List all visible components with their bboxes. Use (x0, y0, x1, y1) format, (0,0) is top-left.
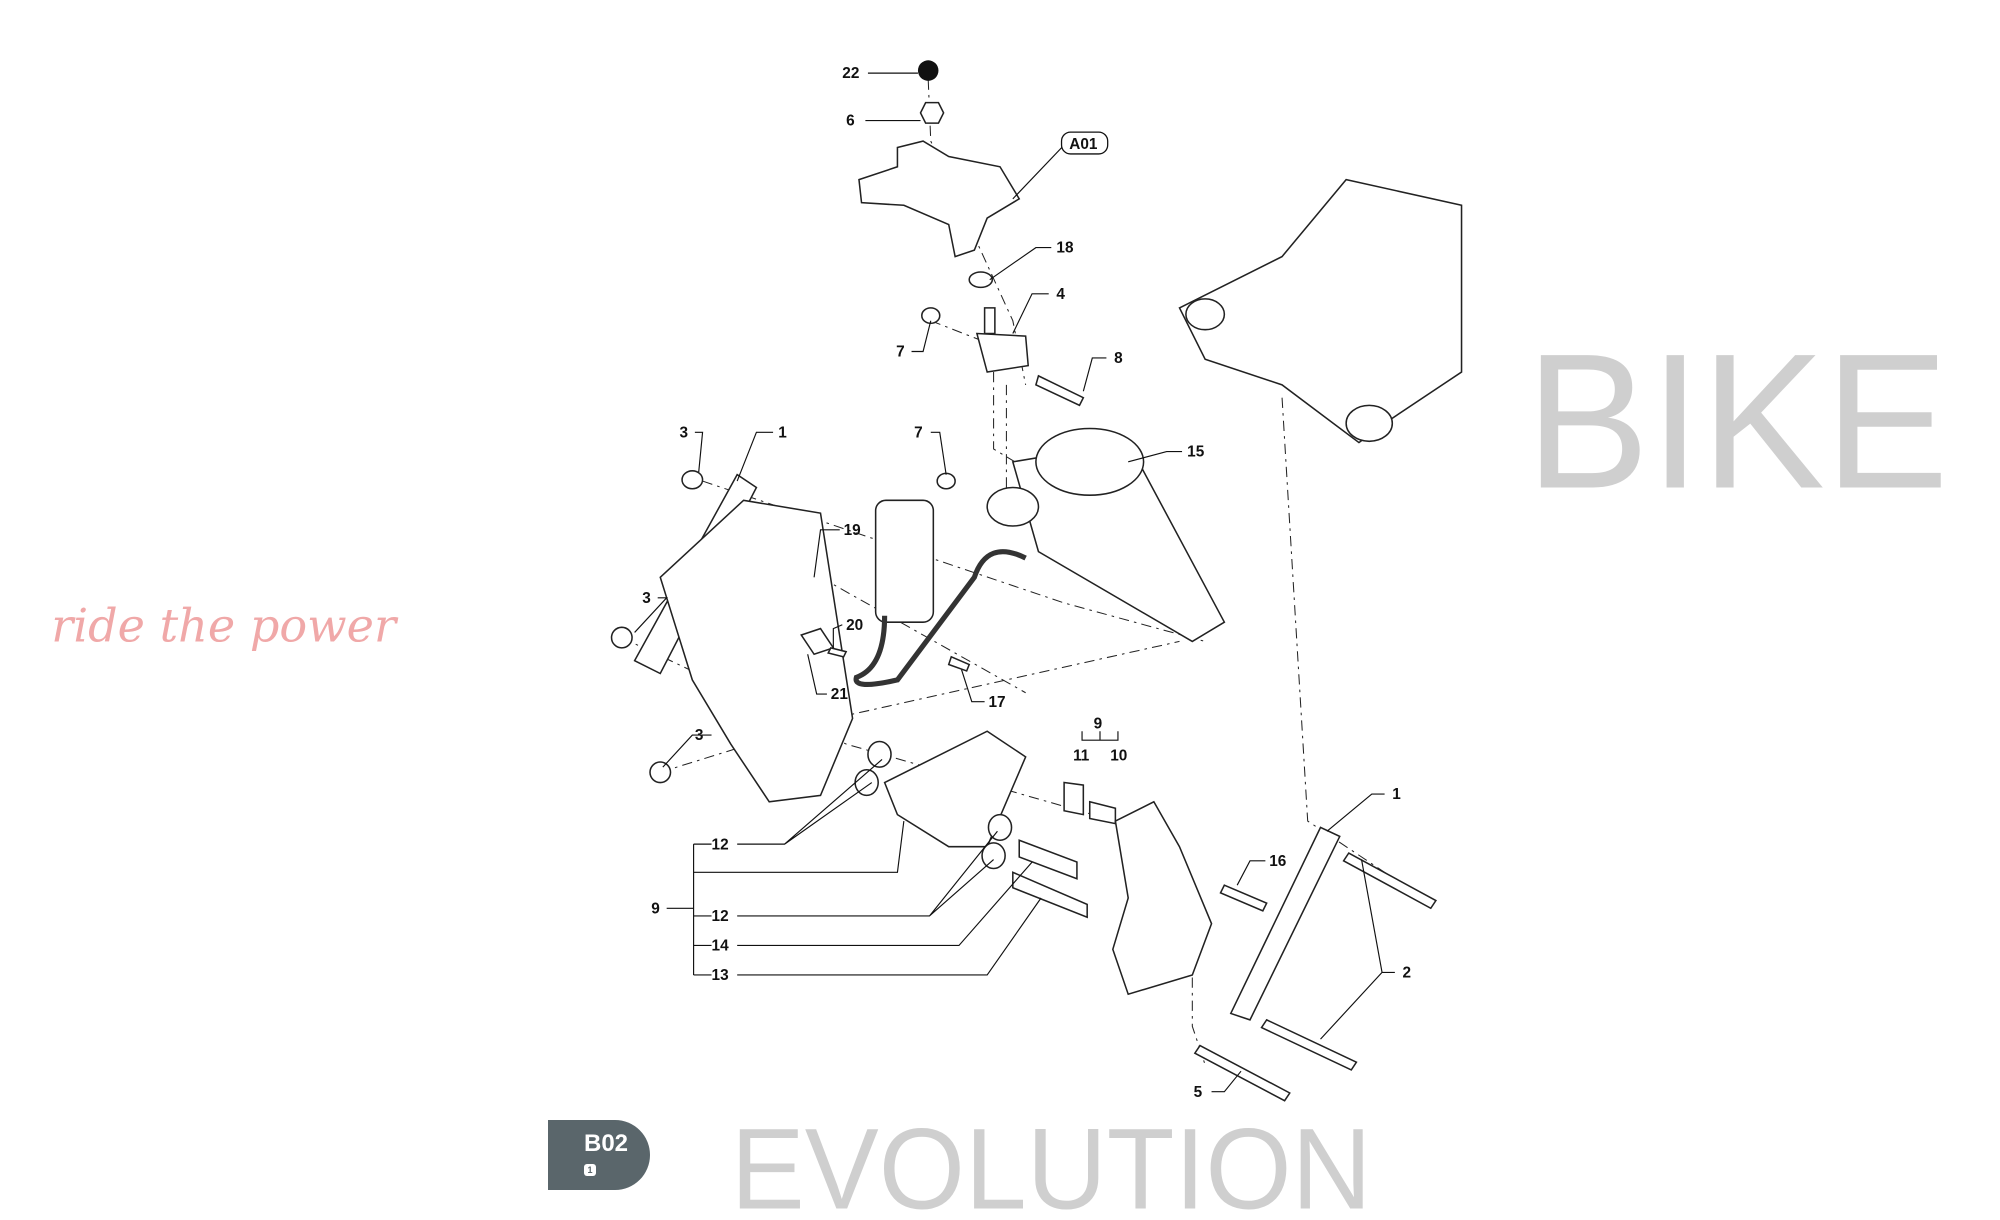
callout-19: 19 (844, 522, 861, 539)
linkages (610, 473, 1438, 1102)
callout-15: 15 (1187, 444, 1205, 461)
callout-9: 9 (1094, 716, 1103, 733)
callout-2: 2 (1403, 965, 1412, 982)
callout-11: 11 (1073, 748, 1090, 765)
callout-1: 1 (778, 424, 787, 441)
callout-12: 12 (712, 836, 729, 853)
watermark-line2: BIKE (1526, 313, 1949, 528)
callout-14: 14 (712, 938, 730, 955)
callout-22: 22 (842, 65, 859, 82)
diagram-code: B02 (584, 1130, 629, 1157)
callout-21: 21 (831, 686, 849, 703)
leader-lines (634, 72, 1395, 1093)
callout-6: 6 (846, 113, 855, 130)
callout-8: 8 (1114, 350, 1123, 367)
callout-17: 17 (988, 694, 1005, 711)
watermark-line1: EVOLUTION (731, 1105, 1372, 1220)
callout-a01[interactable]: A01 (1069, 136, 1098, 153)
sheet-number: 1 (584, 1164, 596, 1176)
top-mount-bracket (858, 60, 1085, 407)
callout-3: 3 (642, 590, 651, 607)
callout-7: 7 (914, 424, 923, 441)
watermark: EVOLUTION BIKE ride the power (51, 313, 1948, 1220)
callout-9: 9 (651, 900, 660, 917)
callout-1: 1 (1392, 786, 1401, 803)
callout-labels: 22 6 A01 18 4 7 8 3 1 7 15 19 3 20 21 17… (642, 65, 1411, 1101)
callout-5: 5 (1194, 1084, 1203, 1101)
callout-12: 12 (712, 908, 729, 925)
callout-10: 10 (1110, 748, 1127, 765)
watermark-tagline: ride the power (51, 598, 399, 652)
callout-13: 13 (712, 967, 729, 984)
callout-3: 3 (679, 424, 688, 441)
callout-16: 16 (1269, 853, 1286, 870)
callout-3: 3 (695, 727, 704, 744)
callout-a01-box (1060, 131, 1109, 155)
callout-20: 20 (846, 617, 863, 634)
callout-18: 18 (1056, 240, 1074, 257)
callout-4: 4 (1056, 286, 1065, 303)
callout-7: 7 (896, 344, 905, 361)
swingarm (1178, 178, 1463, 444)
diagram-code-badge: B02 1 (548, 1120, 650, 1190)
